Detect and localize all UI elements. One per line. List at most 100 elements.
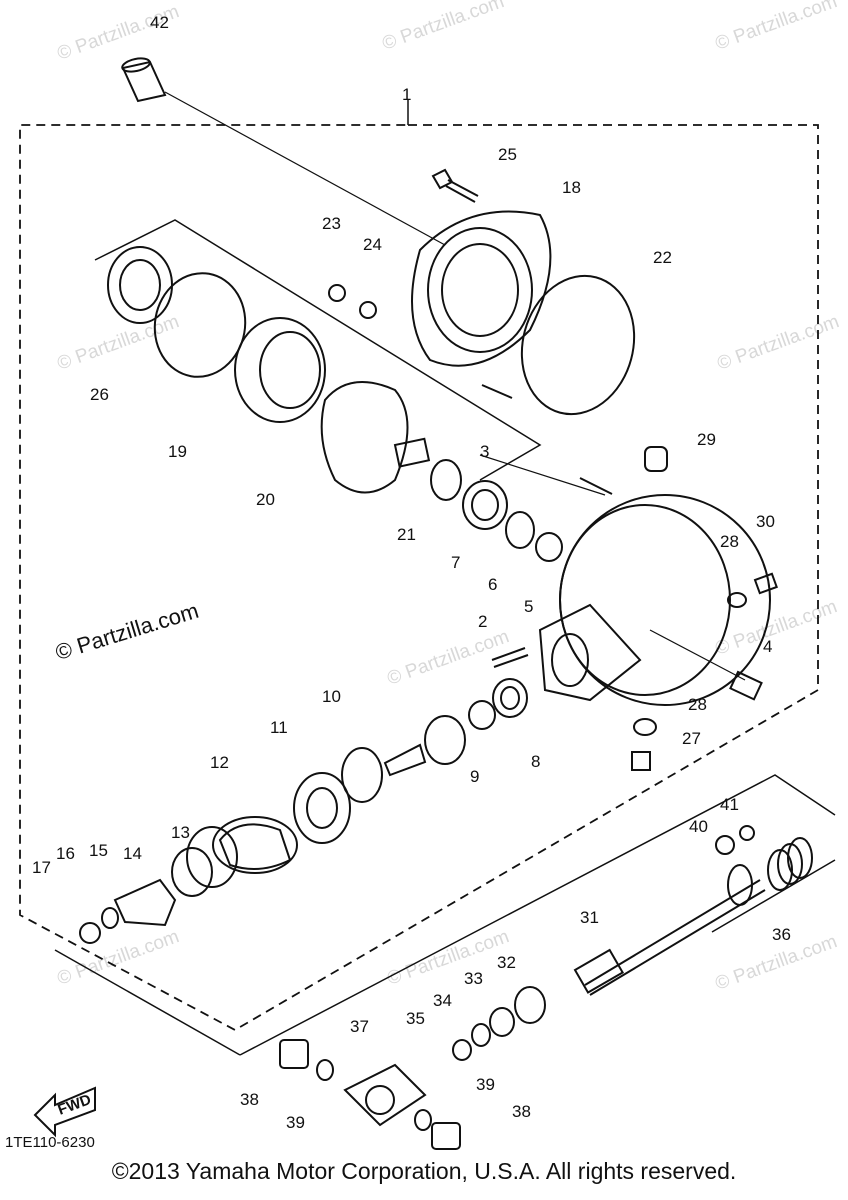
watermark: © Partzilla.com: [55, 1, 182, 65]
callout-31: 31: [580, 908, 599, 927]
callout-12: 12: [210, 753, 229, 772]
callout-37: 37: [350, 1017, 369, 1036]
callout-40: 40: [689, 817, 708, 836]
callout-4: 4: [763, 637, 772, 656]
watermark: © Partzilla.com: [385, 926, 512, 990]
callout-10: 10: [322, 687, 341, 706]
callout-38: 38: [240, 1090, 259, 1109]
fwd-label: FWD: [56, 1091, 94, 1119]
watermark: © Partzilla.com: [380, 0, 507, 55]
callout-18: 18: [562, 178, 581, 197]
part-washer-41: [739, 825, 755, 841]
callout-20: 20: [256, 490, 275, 509]
callout-28: 28: [688, 695, 707, 714]
callout-22: 22: [653, 248, 672, 267]
callout-42: 42: [150, 13, 169, 32]
fwd-arrow: FWD: [33, 1086, 96, 1138]
part-bolt-27: [631, 751, 651, 771]
callout-26: 26: [90, 385, 109, 404]
part-stud-3: [481, 384, 613, 495]
part-washer-28b: [633, 718, 657, 736]
part-shim-21: [430, 459, 462, 501]
part-ujoint-37: [343, 1063, 427, 1127]
drawing-code: 1TE110-6230: [5, 1134, 95, 1151]
part-spring-36: [767, 837, 813, 891]
callout-32: 32: [497, 953, 516, 972]
callout-34: 34: [433, 991, 452, 1010]
part-cap-29: [644, 446, 668, 472]
callout-2: 2: [478, 612, 487, 631]
part-circlip-39-left: [316, 1059, 334, 1081]
bracket-lines: [54, 219, 836, 1056]
callout-25: 25: [498, 145, 517, 164]
copyright-text: ©2013 Yamaha Motor Corporation, U.S.A. A…: [111, 1158, 737, 1184]
part-bearing-11: [293, 772, 351, 844]
callout-39: 39: [286, 1113, 305, 1132]
watermark: © Partzilla.com: [385, 626, 512, 690]
part-collar-5: [535, 532, 563, 562]
part-nut-23: [328, 284, 346, 302]
callout-19: 19: [168, 442, 187, 461]
part-collar-42: [121, 57, 167, 103]
callout-30: 30: [756, 512, 775, 531]
part-oring-10: [341, 747, 383, 803]
part-sleeve-15: [113, 878, 177, 927]
part-cover-18: [411, 210, 552, 367]
callout-13: 13: [171, 823, 190, 842]
callout-11: 11: [270, 718, 288, 737]
part-bearing-38-left: [279, 1039, 309, 1069]
part-coupling-12: [212, 816, 298, 874]
callout-36: 36: [772, 925, 791, 944]
watermark: © Partzilla.com: [55, 311, 182, 375]
part-seal-14: [171, 847, 213, 897]
callout-35: 35: [406, 1009, 425, 1028]
callout-28: 28: [720, 532, 739, 551]
callout-23: 23: [322, 214, 341, 233]
callout-16: 16: [56, 844, 75, 863]
callout-41: 41: [720, 795, 739, 814]
callout-9: 9: [470, 767, 479, 786]
part-pin-4: [729, 670, 763, 701]
assembly-boundary: [19, 124, 819, 1032]
callout-27: 27: [682, 729, 701, 748]
part-circlip-39-right: [414, 1109, 432, 1131]
watermarks: © Partzilla.com © Partzilla.com © Partzi…: [55, 0, 842, 995]
callout-1: 1: [402, 85, 411, 104]
callout-33: 33: [464, 969, 483, 988]
part-circlip-13: [186, 826, 238, 888]
part-seal-26: [107, 246, 173, 324]
watermark: © Partzilla.com: [55, 926, 182, 990]
part-oring-22: [520, 274, 636, 416]
callout-5: 5: [524, 597, 533, 616]
part-bearing-7: [462, 480, 508, 530]
callout-24: 24: [363, 235, 382, 254]
part-circlip-35: [452, 1039, 472, 1061]
callout-8: 8: [531, 752, 540, 771]
callout-7: 7: [451, 553, 460, 572]
part-gear-21: [320, 381, 431, 494]
part-washer-33: [489, 1007, 515, 1037]
part-bolt-30: [753, 572, 778, 595]
part-washer-34: [471, 1023, 491, 1047]
callout-39: 39: [476, 1075, 495, 1094]
part-nut-17: [79, 922, 101, 944]
part-oring-19: [153, 272, 247, 378]
callout-3: 3: [480, 442, 489, 461]
part-pinion-gear: [383, 715, 466, 777]
part-washer-16: [101, 907, 119, 929]
callout-29: 29: [697, 430, 716, 449]
callout-14: 14: [123, 844, 142, 863]
callout-38: 38: [512, 1102, 531, 1121]
callout-15: 15: [89, 841, 108, 860]
callout-6: 6: [488, 575, 497, 594]
part-bearing-9: [468, 700, 496, 730]
part-collar-6: [505, 511, 535, 549]
part-washer-28: [727, 592, 747, 608]
leader-lines: [164, 91, 746, 681]
part-bearing-32: [514, 986, 546, 1024]
part-shaft-31: [573, 864, 766, 996]
part-bearing-8: [492, 678, 528, 718]
callout-group: 4212518232422261920329217652830241011121…: [32, 13, 791, 1132]
watermark: © Partzilla.com: [713, 0, 840, 55]
